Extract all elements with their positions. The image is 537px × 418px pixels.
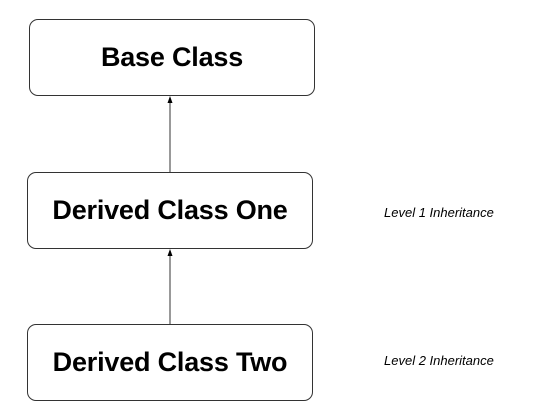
base-class-node: Base Class [29, 19, 315, 96]
level-1-annotation: Level 1 Inheritance [384, 205, 494, 220]
level-2-annotation: Level 2 Inheritance [384, 353, 494, 368]
derived-class-one-node: Derived Class One [27, 172, 313, 249]
arrow-derived-one-to-base [167, 96, 173, 172]
derived-class-two-label: Derived Class Two [52, 347, 288, 377]
derived-class-one-label: Derived Class One [52, 195, 288, 225]
derived-class-two-node: Derived Class Two [27, 324, 313, 401]
base-class-label: Base Class [100, 42, 244, 72]
arrow-derived-two-to-derived-one [167, 249, 173, 324]
